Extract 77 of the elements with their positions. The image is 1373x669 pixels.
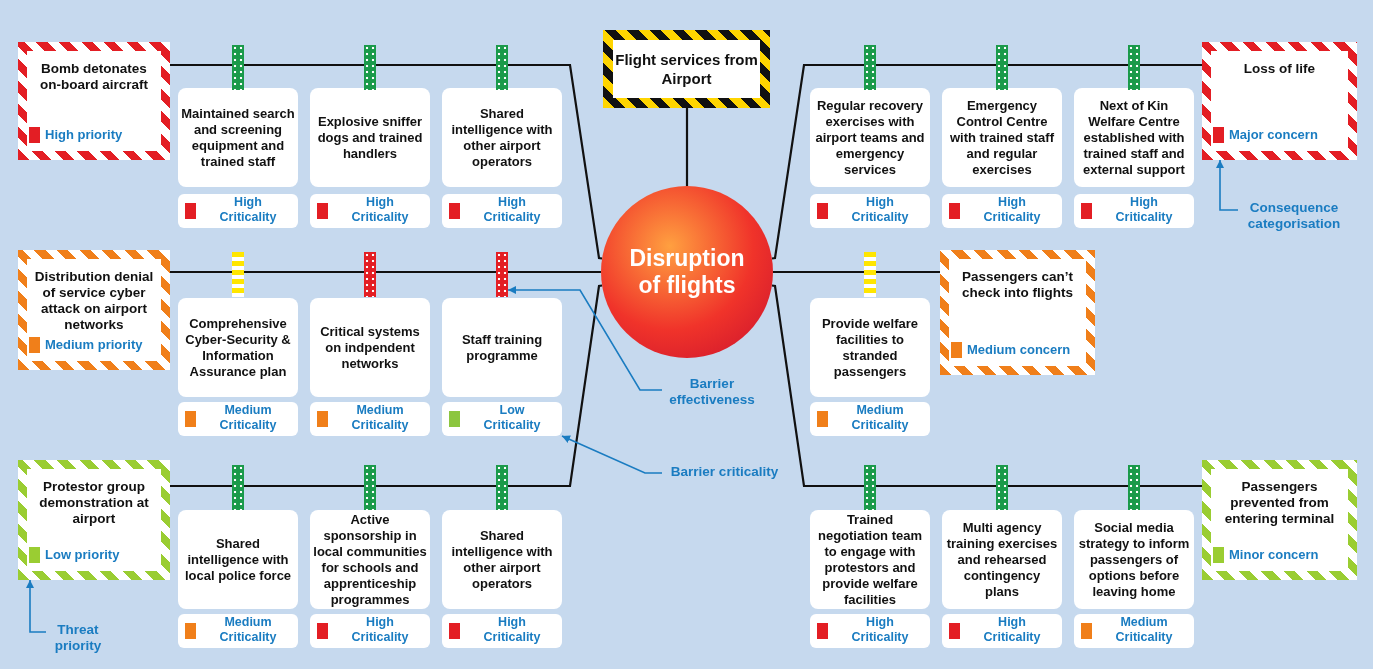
barrier-card: Maintained search and screening equipment and trained staff <box>178 88 298 187</box>
criticality-label: High Criticality <box>850 195 910 225</box>
barrier-card: Active sponsorship in local communities for schools and apprenticeship programmes <box>310 510 430 609</box>
effectiveness-bar <box>864 45 876 90</box>
effectiveness-bar <box>496 465 508 510</box>
effectiveness-bar <box>1128 465 1140 510</box>
threat-title: Distribution denial of service cyber attack on airport networks <box>33 269 155 333</box>
barrier-card: Explosive sniffer dogs and trained handlers <box>310 88 430 187</box>
concern-label: Minor concern <box>1229 547 1319 563</box>
barrier-card: Emergency Control Centre with trained staff and regular exercises <box>942 88 1062 187</box>
criticality-label: Low Criticality <box>482 403 542 433</box>
criticality-label: Medium Criticality <box>850 403 910 433</box>
leader-line <box>1216 159 1239 211</box>
hazard-box: Flight services from Airport <box>603 30 770 108</box>
barrier-card: Critical systems on indpendent networks <box>310 298 430 397</box>
criticality-label: Medium Criticality <box>350 403 410 433</box>
effectiveness-bar <box>496 252 508 297</box>
barrier-card: Social media strategy to inform passengers of options before leaving home <box>1074 510 1194 609</box>
consequence-title: Passengers can’t check into flights <box>960 269 1075 301</box>
priority-label: Low priority <box>45 547 120 563</box>
effectiveness-bar <box>996 45 1008 90</box>
barrier-card: Staff training programme <box>442 298 562 397</box>
effectiveness-bar <box>1128 45 1140 90</box>
effectiveness-bar <box>864 465 876 510</box>
criticality-label: High Criticality <box>982 195 1042 225</box>
threat-title: Bomb detonates on-board aircraft <box>39 61 149 93</box>
criticality-label: High Criticality <box>982 615 1042 645</box>
top-event-circle: Disruption of flights <box>601 186 773 358</box>
connector-line <box>685 108 689 186</box>
priority-label: High priority <box>45 127 123 143</box>
leader-line <box>26 579 47 633</box>
effectiveness-bar <box>996 465 1008 510</box>
barrier-card: Regular recovery exercises with airport teams and emergency services <box>810 88 930 187</box>
barrier-card: Trained negotiation team to engage with protestors and provide welfare facilities <box>810 510 930 609</box>
barrier-card: Shared intelligence with local police force <box>178 510 298 609</box>
effectiveness-bar <box>232 465 244 510</box>
connector-line <box>170 270 601 274</box>
leader-line <box>561 435 663 474</box>
effectiveness-bar <box>232 252 244 297</box>
priority-label: Medium priority <box>45 337 143 353</box>
connector-line <box>170 284 603 488</box>
connector-line <box>170 63 603 260</box>
connector-line <box>771 284 1202 488</box>
consequence-title: Loss of life <box>1242 61 1317 77</box>
criticality-label: Medium Criticality <box>218 615 278 645</box>
concern-label: Major concern <box>1229 127 1318 143</box>
criticality-label: High Criticality <box>218 195 278 225</box>
barrier-card: Next of Kin Welfare Centre established with trained staff and external support <box>1074 88 1194 187</box>
barrier-card: Shared intelligence with other airport operators <box>442 88 562 187</box>
concern-label: Medium concern <box>967 342 1071 358</box>
effectiveness-bar <box>364 252 376 297</box>
criticality-label: Medium Criticality <box>1114 615 1174 645</box>
leader-line <box>507 286 663 391</box>
callout-label: Consequence categorisation <box>1238 200 1350 234</box>
callout-label: Barrier criticality <box>662 464 787 482</box>
barrier-card: Provide welfare facilities to stranded passengers <box>810 298 930 397</box>
connector-line <box>771 63 1202 260</box>
consequence-title: Passengers prevented from entering terminal <box>1223 479 1336 527</box>
criticality-label: High Criticality <box>350 615 410 645</box>
barrier-card: Multi agency training exercises and rehearsed contingency plans <box>942 510 1062 609</box>
effectiveness-bar <box>232 45 244 90</box>
criticality-label: High Criticality <box>1114 195 1174 225</box>
criticality-label: High Criticality <box>850 615 910 645</box>
criticality-label: High Criticality <box>350 195 410 225</box>
criticality-label: High Criticality <box>482 615 542 645</box>
callout-label: Threat priority <box>46 622 110 656</box>
effectiveness-bar <box>364 465 376 510</box>
criticality-label: Medium Criticality <box>218 403 278 433</box>
effectiveness-bar <box>364 45 376 90</box>
barrier-card: Shared intelligence with other airport operators <box>442 510 562 609</box>
effectiveness-bar <box>864 252 876 297</box>
callout-label: Barrier effectiveness <box>662 376 762 410</box>
barrier-card: Comprehensive Cyber-Security & Information Assurance plan <box>178 298 298 397</box>
effectiveness-bar <box>496 45 508 90</box>
criticality-label: High Criticality <box>482 195 542 225</box>
threat-title: Protestor group demonstration at airport <box>38 479 150 527</box>
connector-line <box>773 270 940 274</box>
